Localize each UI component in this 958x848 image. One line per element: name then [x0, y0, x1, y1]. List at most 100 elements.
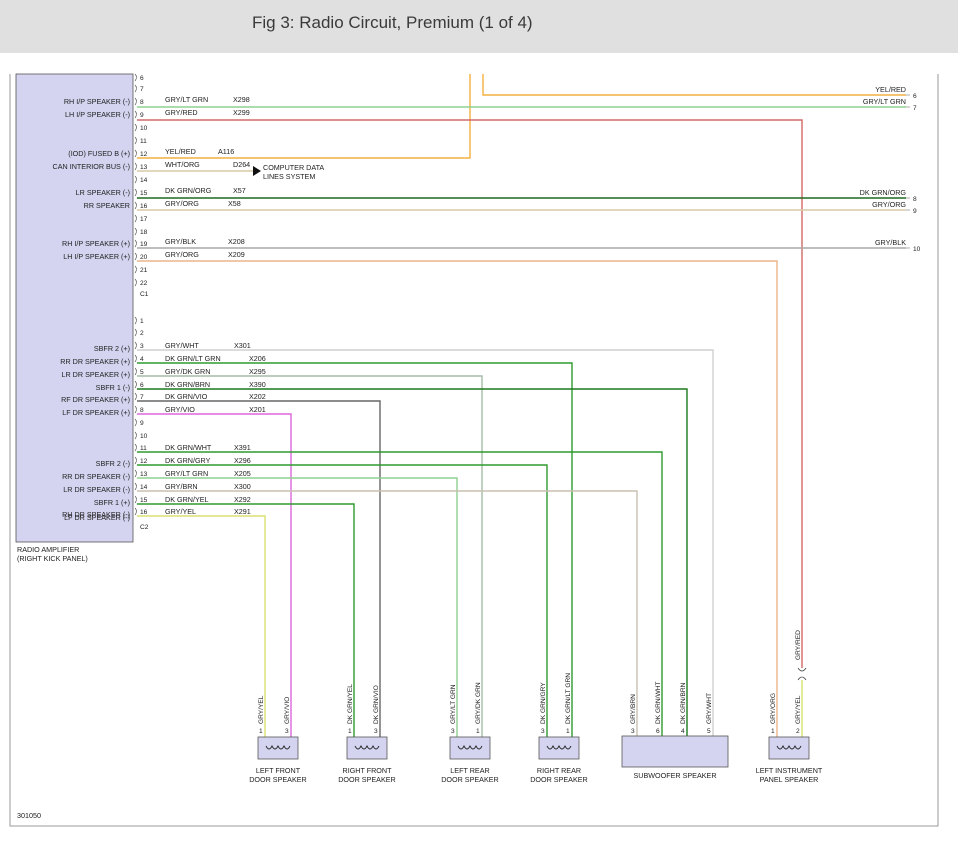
speaker-pin-a: 3 [451, 728, 455, 735]
speaker-pin-a: 3 [541, 728, 545, 735]
c2-pin-number: 15 [140, 497, 148, 504]
pin-bracket [134, 443, 137, 452]
c2-circuit-id: X296 [234, 456, 251, 465]
pin-bracket [134, 136, 137, 145]
wire-dk-grn-wht-c2-11 [137, 451, 663, 737]
c1-pin-number: 7 [140, 86, 144, 93]
wire-gry-lt-grn-c2-13 [137, 477, 458, 737]
speaker-name-1: LEFT INSTRUMENT [756, 766, 823, 775]
figure-title: Fig 3: Radio Circuit, Premium (1 of 4) [252, 13, 533, 32]
pin-bracket [134, 405, 137, 414]
speaker-wire-a: GRY/YEL [258, 695, 265, 724]
computer-data-label-2: LINES SYSTEM [263, 172, 315, 181]
c1-pin-number: 18 [140, 229, 148, 236]
right-edge-wire: GRY/ORG [872, 200, 906, 209]
pin-bracket [134, 380, 137, 389]
c1-circuit-id: X298 [233, 95, 250, 104]
c2-pin-number: 8 [140, 407, 144, 414]
pin-bracket [134, 495, 137, 504]
c2-pin-number: 1 [140, 318, 144, 325]
speaker-coil-icon [354, 744, 380, 750]
subwoofer-wire: GRY/WHT [706, 693, 713, 724]
speaker-wire-b: DK GRN/VIO [373, 685, 380, 724]
figure-header: Fig 3: Radio Circuit, Premium (1 of 4) [0, 0, 958, 53]
c2-pin-number: 16 [140, 509, 148, 516]
c2-circuit-id: X291 [234, 507, 251, 516]
wire-gry-brn-c2-14 [137, 490, 638, 737]
right-edge-pin: 9 [913, 208, 917, 215]
pin-bracket [134, 367, 137, 376]
c2-pin-label: SBFR 1 (-) [96, 383, 130, 392]
c2-pin-number: 4 [140, 356, 144, 363]
c1-wire-color: GRY/LT GRN [165, 95, 208, 104]
c2-pin-label: SBFR 2 (+) [94, 344, 130, 353]
c1-wire-color: GRY/RED [165, 108, 198, 117]
computer-data-label-1: COMPUTER DATA [263, 163, 324, 172]
right-edge-wire: GRY/LT GRN [863, 97, 906, 106]
c2-circuit-id: X292 [234, 495, 251, 504]
connector-c1-label: C1 [140, 291, 149, 298]
speaker-symbol [768, 736, 810, 760]
wires [137, 74, 906, 737]
speaker-name-1: RIGHT FRONT [343, 766, 393, 775]
computer-data-arrow [253, 166, 261, 176]
speaker-name-1: RIGHT REAR [537, 766, 581, 775]
pin-bracket [134, 431, 137, 440]
c2-circuit-id: X391 [234, 443, 251, 452]
connector-c2-label: C2 [140, 524, 149, 531]
pin-bracket [134, 328, 137, 337]
c2-pin-number: 3 [140, 343, 144, 350]
wire-dk-grn-yel-c2-15 [137, 503, 355, 737]
wire-dk-grn-lt-grn-c2-4 [137, 362, 573, 737]
c2-wire-color: DK GRN/YEL [165, 495, 209, 504]
wire-dk-grn-brn-c2-6 [137, 388, 688, 737]
connector-pins: 6789101112131415161718192021221234567891… [134, 73, 148, 516]
c1-circuit-id: X209 [228, 250, 245, 259]
speaker-pin-a: 1 [259, 728, 263, 735]
speaker-name-2: DOOR SPEAKER [249, 775, 307, 784]
c1-pin-number: 8 [140, 99, 144, 106]
pin-bracket [134, 201, 137, 210]
c2-wire-color: GRY/BRN [165, 482, 198, 491]
pin-bracket [134, 123, 137, 132]
pin-bracket [134, 214, 137, 223]
c1-pin-label: (IOD) FUSED B (+) [68, 149, 130, 158]
c2-wire-color: GRY/LT GRN [165, 469, 208, 478]
speaker-pin-b: 3 [374, 728, 378, 735]
wire-gry-vio-c2-8 [137, 413, 292, 737]
right-edge-wire: DK GRN/ORG [860, 188, 907, 197]
speaker-pin-a: 1 [348, 728, 352, 735]
pin-bracket [134, 482, 137, 491]
c1-wire-color: YEL/RED [165, 147, 196, 156]
pin-bracket [134, 265, 137, 274]
pin-bracket [134, 97, 137, 106]
c1-pin-number: 9 [140, 112, 144, 119]
speaker-name-2: DOOR SPEAKER [338, 775, 396, 784]
c1-wire-color: DK GRN/ORG [165, 186, 212, 195]
c1-pin-label: LH I/P SPEAKER (-) [65, 110, 130, 119]
speaker-wire-a: GRY/LT GRN [450, 684, 457, 724]
c2-wire-color: DK GRN/WHT [165, 443, 212, 452]
speaker-wire-b: DK GRN/LT GRN [565, 673, 572, 724]
c2-pin-label: LR DR SPEAKER (+) [62, 370, 131, 379]
subwoofer-wire: GRY/BRN [630, 694, 637, 724]
c2-wire-color: DK GRN/BRN [165, 380, 210, 389]
right-edge-pin: 6 [913, 93, 917, 100]
c2-circuit-id: X205 [234, 469, 251, 478]
c2-pin-number: 7 [140, 394, 144, 401]
c2-circuit-id: X301 [234, 341, 251, 350]
speaker-pin-b: 2 [796, 728, 800, 735]
instrument-top-wire: GRY/RED [795, 630, 802, 660]
subwoofer-pin: 4 [681, 728, 685, 735]
c1-pin-number: 12 [140, 151, 148, 158]
speaker-wire-a: DK GRN/GRY [540, 682, 547, 724]
pin-bracket [134, 110, 137, 119]
c1-pin-number: 22 [140, 280, 148, 287]
lf-dr-speaker-minus-label: LF DR SPEAKER (-) [64, 513, 130, 522]
speaker-name-2: DOOR SPEAKER [530, 775, 588, 784]
speaker-wire-b: GRY/VIO [284, 697, 291, 724]
c1-wire-color: GRY/ORG [165, 250, 199, 259]
c2-circuit-id: X300 [234, 482, 251, 491]
c1-pin-number: 10 [140, 125, 148, 132]
wire-gry-wht-c2-3 [137, 349, 714, 737]
